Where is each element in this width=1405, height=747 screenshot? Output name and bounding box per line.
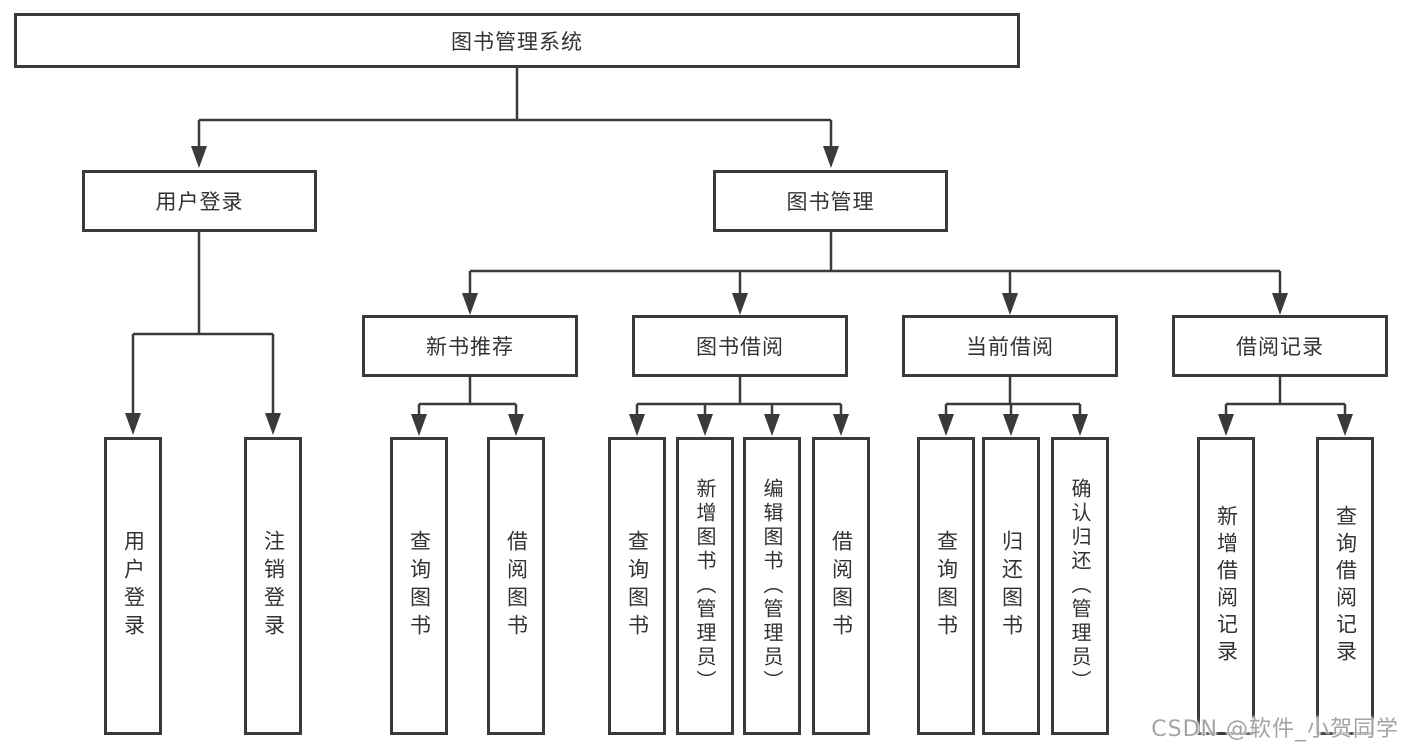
node-borrow-records: 借阅记录 xyxy=(1172,315,1388,377)
node-book-borrow: 图书借阅 xyxy=(632,315,848,377)
leaf-current-query-books-label: 查询图书 xyxy=(934,530,959,642)
leaf-records-query-record: 查询借阅记录 xyxy=(1316,437,1374,735)
node-root: 图书管理系统 xyxy=(14,13,1020,68)
leaf-borrow-edit-books-admin: 编辑图书（管理员） xyxy=(743,437,801,735)
leaf-borrow-edit-books-admin-label: 编辑图书（管理员） xyxy=(760,478,784,694)
leaf-rec-borrow-books-label: 借阅图书 xyxy=(504,530,529,642)
leaf-user-login-label: 用户登录 xyxy=(121,530,146,642)
node-user-login: 用户登录 xyxy=(82,170,317,232)
leaf-records-add-record-label: 新增借阅记录 xyxy=(1214,505,1239,667)
leaf-borrow-borrow-books: 借阅图书 xyxy=(812,437,870,735)
leaf-rec-borrow-books: 借阅图书 xyxy=(487,437,545,735)
node-new-book-recommend: 新书推荐 xyxy=(362,315,578,377)
node-current-borrow-label: 当前借阅 xyxy=(966,335,1054,359)
leaf-borrow-borrow-books-label: 借阅图书 xyxy=(829,530,854,642)
leaf-current-return-books: 归还图书 xyxy=(982,437,1040,735)
leaf-borrow-query-books-label: 查询图书 xyxy=(625,530,650,642)
node-borrow-records-label: 借阅记录 xyxy=(1236,335,1324,359)
leaf-current-confirm-return-admin: 确认归还（管理员） xyxy=(1051,437,1109,735)
leaf-borrow-query-books: 查询图书 xyxy=(608,437,666,735)
node-new-book-recommend-label: 新书推荐 xyxy=(426,335,514,359)
leaf-borrow-add-books-admin: 新增图书（管理员） xyxy=(676,437,734,735)
node-book-borrow-label: 图书借阅 xyxy=(696,335,784,359)
leaf-records-add-record: 新增借阅记录 xyxy=(1197,437,1255,735)
leaf-current-confirm-return-admin-label: 确认归还（管理员） xyxy=(1068,478,1092,694)
node-root-label: 图书管理系统 xyxy=(451,29,583,54)
node-book-management: 图书管理 xyxy=(713,170,948,232)
csdn-watermark: CSDN @软件_小贺同学 xyxy=(1151,717,1399,742)
leaf-borrow-add-books-admin-label: 新增图书（管理员） xyxy=(693,478,717,694)
leaf-logout: 注销登录 xyxy=(244,437,302,735)
leaf-rec-query-books-label: 查询图书 xyxy=(407,530,432,642)
leaf-user-login: 用户登录 xyxy=(104,437,162,735)
leaf-current-query-books: 查询图书 xyxy=(917,437,975,735)
node-user-login-label: 用户登录 xyxy=(155,190,244,214)
leaf-rec-query-books: 查询图书 xyxy=(390,437,448,735)
node-current-borrow: 当前借阅 xyxy=(902,315,1118,377)
arrowheads xyxy=(125,146,1353,436)
leaf-records-query-record-label: 查询借阅记录 xyxy=(1333,505,1358,667)
node-book-management-label: 图书管理 xyxy=(786,190,875,214)
leaf-current-return-books-label: 归还图书 xyxy=(999,530,1024,642)
leaf-logout-label: 注销登录 xyxy=(261,530,286,642)
